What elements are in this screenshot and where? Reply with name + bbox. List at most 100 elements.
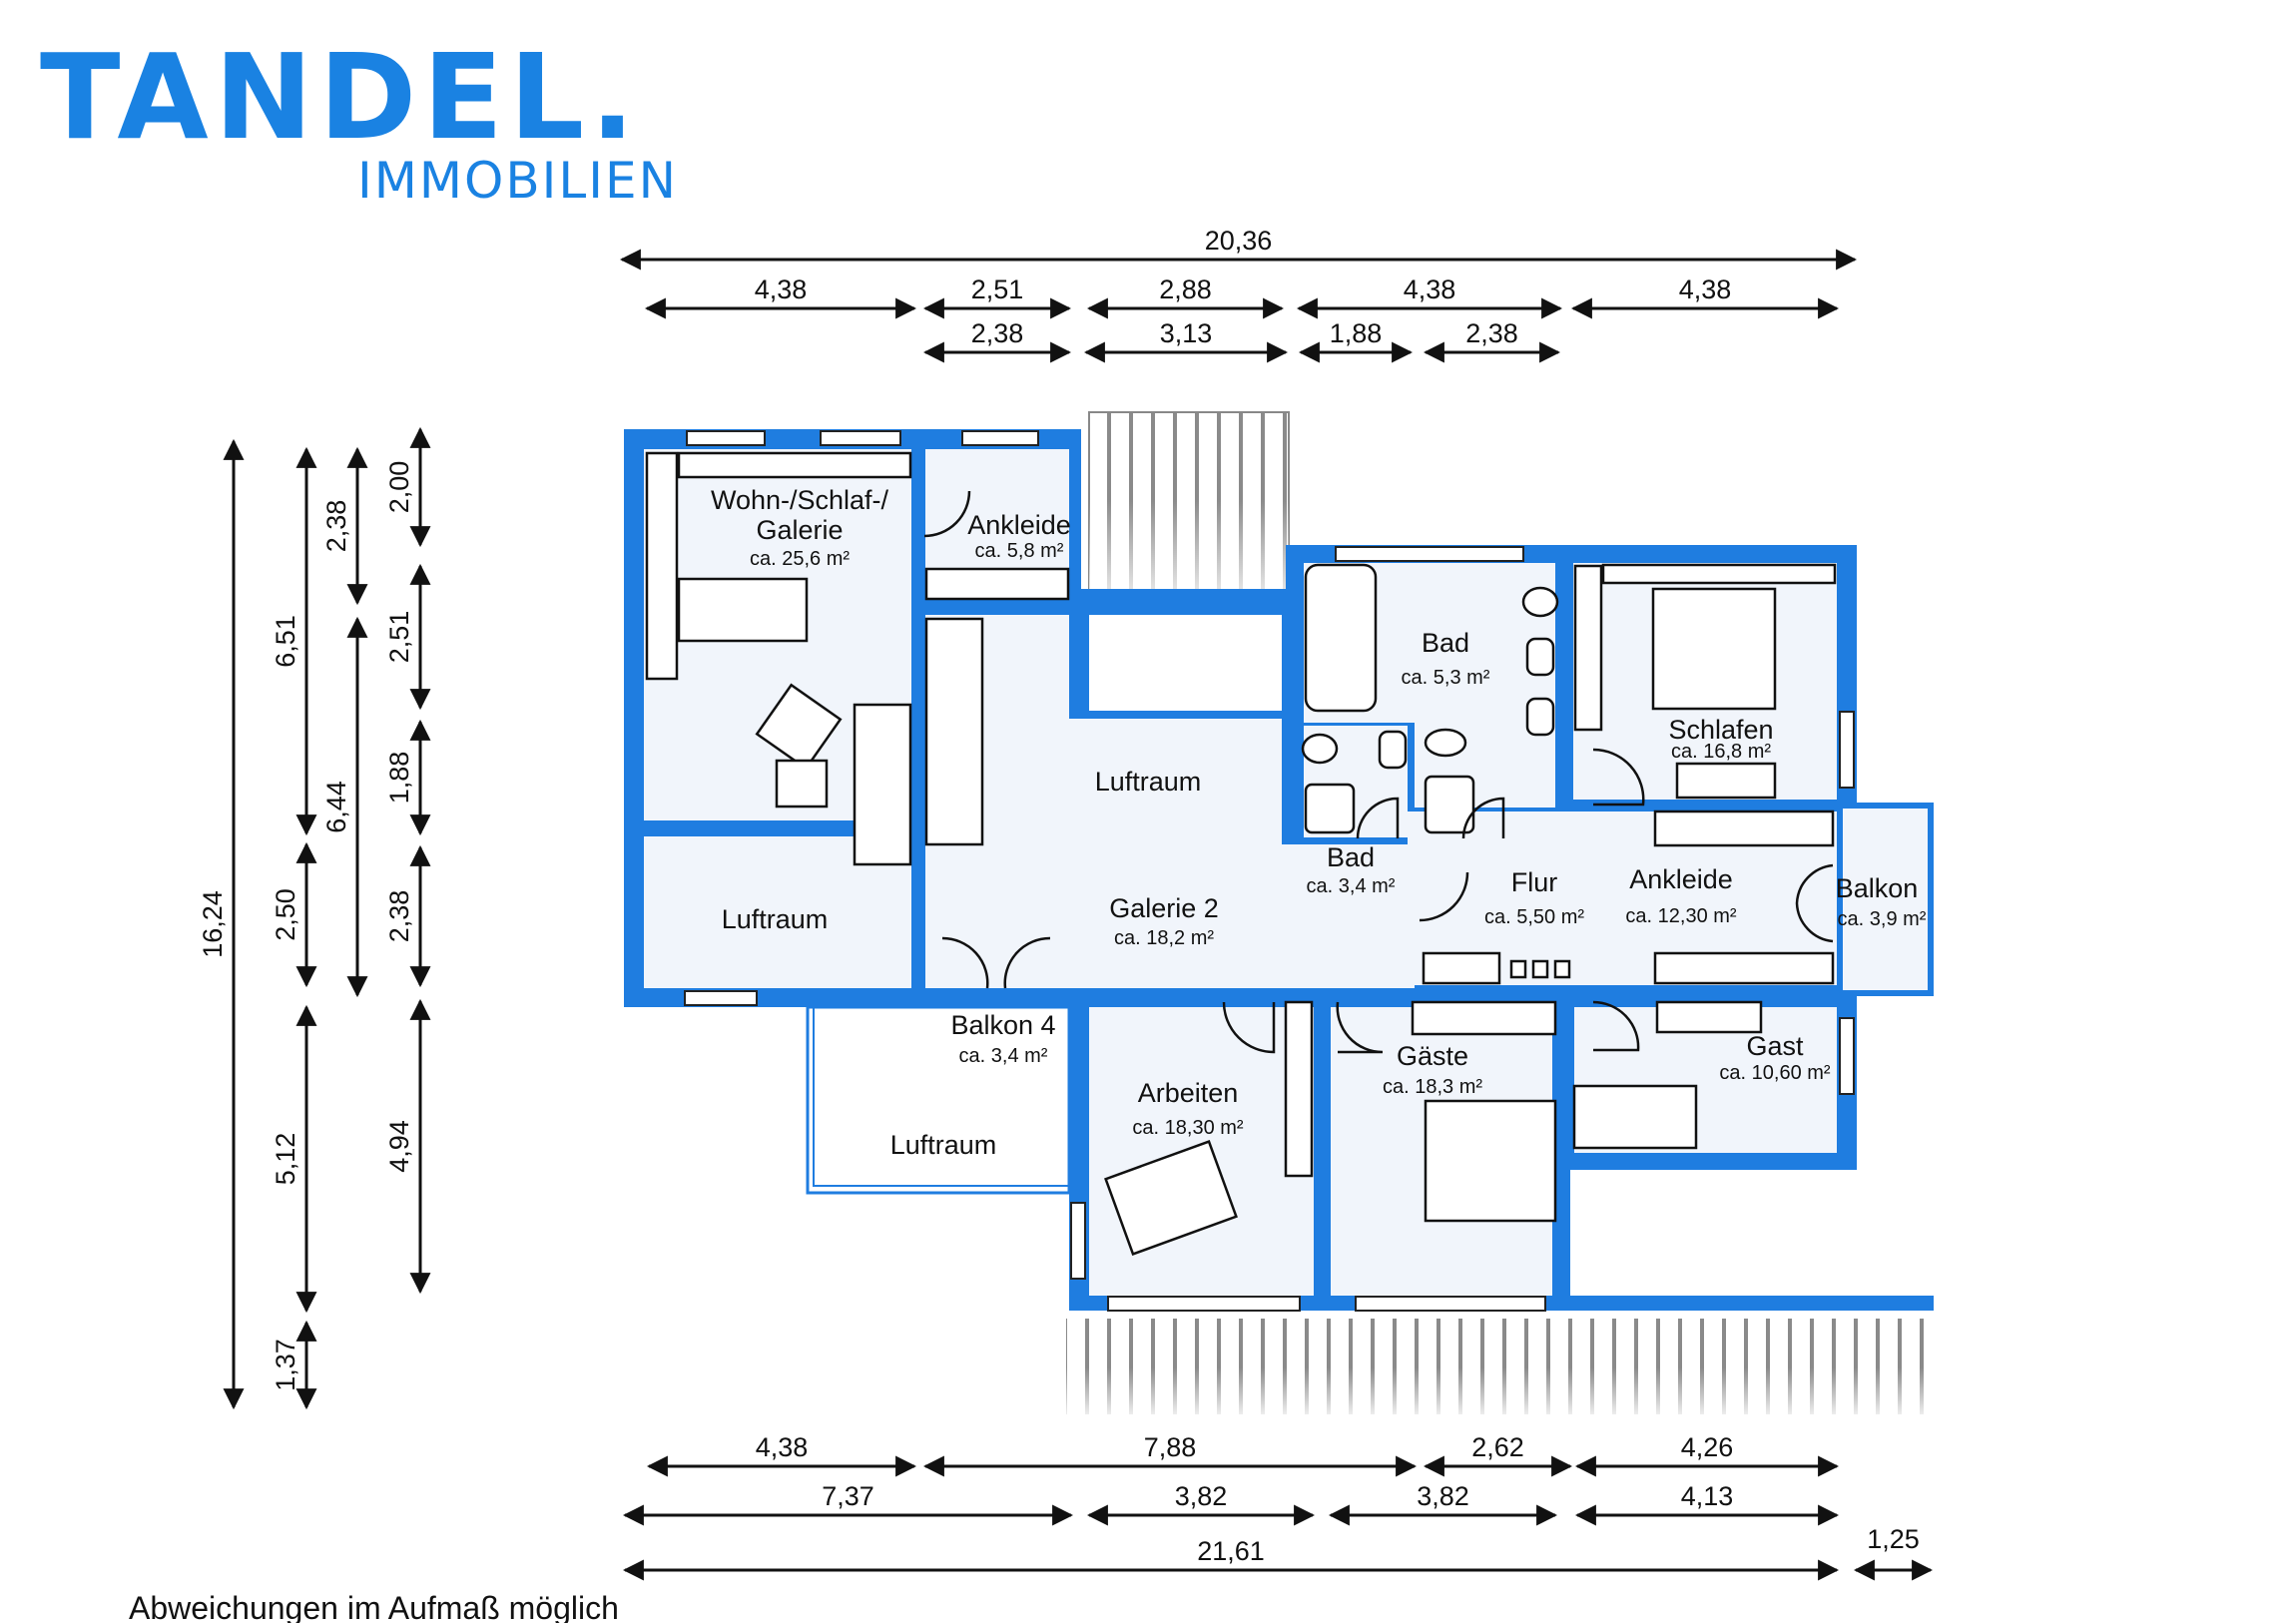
dimension-label: 1,25 [1867, 1524, 1920, 1554]
dimension-label: 7,88 [1144, 1432, 1197, 1462]
armchair [755, 683, 843, 771]
dimension-vertical: 1,37 [271, 1320, 317, 1410]
room-bad-2: Bad ca. 3,4 m² [1307, 842, 1396, 897]
room-name: Wohn-/Schlaf-/ [711, 485, 889, 515]
room-area: ca. 3,4 m² [959, 1045, 1048, 1067]
dimension-horizontal: 2,62 [1423, 1432, 1573, 1477]
room-area: ca. 5,50 m² [1484, 906, 1584, 928]
logo-brand: TANDEL. [40, 28, 641, 166]
dimension-label: 3,13 [1160, 318, 1213, 348]
dimension-horizontal: 4,38 [646, 1432, 917, 1477]
room-gast: Gast ca. 10,60 m² [1719, 1031, 1831, 1084]
room-name: Arbeiten [1138, 1078, 1239, 1108]
furniture [645, 451, 1837, 1257]
dimension-horizontal: 2,38 [1423, 318, 1561, 363]
desk [1104, 1139, 1238, 1257]
dimension-label: 3,82 [1175, 1481, 1228, 1511]
dimension-horizontal: 4,26 [1574, 1432, 1840, 1477]
room-area: ca. 5,8 m² [975, 540, 1064, 562]
dimension-label: 1,88 [384, 752, 414, 805]
bed-single [1572, 1084, 1698, 1150]
bed-double [1651, 587, 1777, 711]
dimension-horizontal: 3,13 [1083, 318, 1289, 363]
room-balkon: Balkon ca. 3,9 m² [1836, 873, 1927, 930]
dimension-label: 6,51 [271, 615, 300, 668]
room-name: Flur [1511, 867, 1558, 897]
room-flur: Flur ca. 5,50 m² [1484, 867, 1584, 928]
stairs [853, 703, 912, 866]
dimension-label: 2,38 [971, 318, 1024, 348]
dimension-horizontal: 1,25 [1853, 1524, 1934, 1581]
room-area: ca. 12,30 m² [1625, 905, 1737, 927]
dimension-label: 4,94 [384, 1120, 414, 1173]
room-ankleide-2: Ankleide ca. 12,30 m² [1625, 864, 1737, 927]
dimension-label: 2,51 [384, 611, 414, 664]
windows [684, 430, 1855, 1312]
room-bad-1: Bad ca. 5,3 m² [1402, 628, 1490, 689]
room-name: Schlafen [1668, 715, 1773, 745]
room-area: ca. 5,3 m² [1402, 667, 1490, 689]
disclaimer-footer: Abweichungen im Aufmaß möglich [129, 1590, 619, 1623]
room-labels: Wohn-/Schlaf-/ Galerie ca. 25,6 m² Ankle… [711, 485, 1927, 1160]
room-name: Gast [1746, 1031, 1804, 1061]
dimension-label: 2,38 [384, 890, 414, 943]
room-area: ca. 10,60 m² [1719, 1062, 1831, 1084]
dimension-horizontal: 2,51 [922, 274, 1072, 319]
room-area: ca. 18,30 m² [1132, 1117, 1244, 1139]
dimension-horizontal: 21,61 [622, 1536, 1840, 1581]
dimension-vertical: 16,24 [198, 438, 245, 1410]
dimension-label: 4,13 [1681, 1481, 1734, 1511]
dimension-label: 5,12 [271, 1133, 300, 1186]
stove [775, 759, 829, 809]
dimension-label: 4,38 [756, 1432, 809, 1462]
room-name: Galerie 2 [1109, 893, 1219, 923]
room-name: Bad [1422, 628, 1469, 658]
room-luftraum-1: Luftraum [1095, 767, 1202, 797]
room-arbeiten: Arbeiten ca. 18,30 m² [1132, 1078, 1244, 1139]
dimension-horizontal: 7,88 [922, 1432, 1418, 1477]
dimension-label: 16,24 [198, 890, 228, 958]
dimension-label: 2,88 [1159, 274, 1212, 304]
room-area: ca. 3,9 m² [1838, 908, 1927, 930]
dimension-horizontal: 2,38 [922, 318, 1072, 363]
dimension-horizontal: 20,36 [619, 226, 1858, 270]
dimension-horizontal: 7,37 [622, 1481, 1074, 1526]
room-area: ca. 3,4 m² [1307, 875, 1396, 897]
room-name: Balkon 4 [950, 1010, 1055, 1040]
dimension-vertical: 2,50 [271, 841, 317, 988]
hatch-fade [1089, 499, 1289, 600]
dimension-label: 4,38 [1404, 274, 1456, 304]
bed-single [677, 577, 809, 643]
room-luftraum-2: Luftraum [722, 904, 829, 934]
dimension-vertical: 2,38 [384, 844, 431, 988]
dimension-vertical: 4,94 [384, 998, 431, 1295]
dimension-vertical: 6,51 [271, 446, 317, 836]
room-gaeste: Gäste ca. 18,3 m² [1383, 1041, 1482, 1098]
dimension-label: 6,44 [321, 781, 351, 833]
room-name: Gäste [1397, 1041, 1468, 1071]
room-balkon-4: Balkon 4 ca. 3,4 m² [950, 1010, 1055, 1067]
dimension-vertical: 5,12 [271, 1004, 317, 1314]
dimension-label: 2,62 [1471, 1432, 1524, 1462]
dimension-label: 4,26 [1681, 1432, 1734, 1462]
dimension-vertical: 2,51 [384, 563, 431, 711]
room-area: ca. 16,8 m² [1671, 741, 1771, 763]
dimension-horizontal: 3,82 [1328, 1481, 1558, 1526]
logo-subtitle: IMMOBILIEN [357, 152, 678, 210]
dimension-horizontal: 1,88 [1298, 318, 1414, 363]
room-luftraum-3: Luftraum [890, 1130, 997, 1160]
room-area: ca. 25,6 m² [750, 548, 850, 570]
room-name: Balkon [1836, 873, 1919, 903]
room-ankleide-1: Ankleide ca. 5,8 m² [967, 510, 1071, 562]
room-area: ca. 18,2 m² [1114, 927, 1214, 949]
dimension-horizontal: 2,88 [1086, 274, 1285, 319]
room-galerie-2: Galerie 2 ca. 18,2 m² [1109, 893, 1219, 949]
dimension-label: 2,00 [384, 461, 414, 514]
room-schlafen: Schlafen ca. 16,8 m² [1668, 715, 1773, 763]
dimension-vertical: 1,88 [384, 719, 431, 836]
room-wohn-schlaf-galerie: Wohn-/Schlaf-/ Galerie ca. 25,6 m² [711, 485, 889, 570]
shower [1304, 783, 1356, 834]
bed-double [1424, 1099, 1557, 1223]
doors [923, 490, 1834, 1054]
